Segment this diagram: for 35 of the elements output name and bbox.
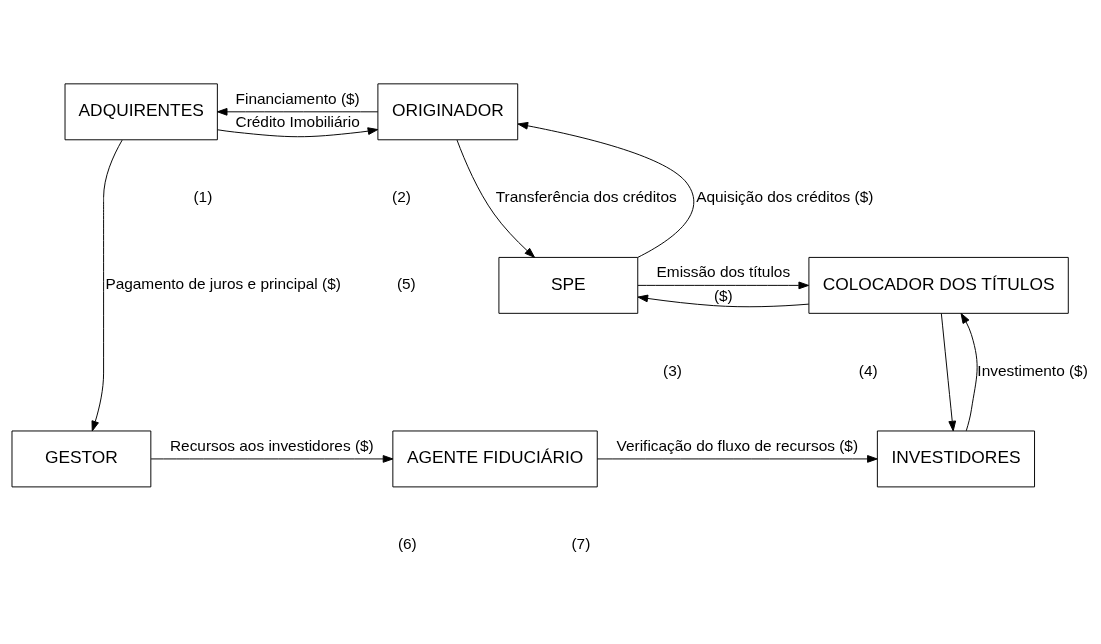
node-box: ORIGINADOR (377, 82, 519, 140)
label: (7) (571, 534, 591, 552)
edge-label: Emissão dos títulos (656, 262, 791, 280)
node-box: SPE (498, 256, 639, 314)
arrow (517, 121, 695, 258)
edge-label: Crédito Imobiliário (235, 112, 360, 130)
label: (1) (193, 187, 213, 205)
arrow (637, 281, 810, 289)
edge-label: Investimento ($) (977, 361, 1088, 379)
node-box: INVESTIDORES (876, 430, 1035, 487)
node-box: AGENTE FIDUCIÁRIO (392, 430, 598, 487)
arrow (940, 312, 957, 431)
arrow (150, 454, 394, 463)
edge-label: Aquisição dos créditos ($) (696, 187, 874, 205)
arrow (637, 294, 810, 307)
label: (6) (397, 534, 417, 552)
label: (2) (392, 187, 411, 205)
edge-label: Financiamento ($) (235, 89, 360, 107)
label: (4) (858, 361, 878, 379)
node-box: GESTOR (11, 430, 152, 487)
edge-label: Pagamento de juros e principal ($) (105, 274, 341, 292)
edge-label: Recursos aos investidores ($) (169, 436, 374, 454)
label: (3) (663, 361, 682, 379)
edge-label: Transferência dos créditos (495, 187, 677, 205)
arrow (216, 107, 379, 116)
node-box: COLOCADOR DOS TÍTULOS (808, 256, 1069, 314)
arrow (960, 312, 978, 431)
arrow (217, 126, 379, 137)
arrow (91, 139, 123, 431)
edge-label: Verificação do fluxo de recursos ($) (616, 436, 859, 454)
arrow (456, 139, 535, 258)
arrow (596, 454, 878, 463)
edge-label: ($) (713, 286, 733, 304)
label: (5) (396, 274, 416, 292)
node-box: ADQUIRENTES (64, 82, 218, 140)
